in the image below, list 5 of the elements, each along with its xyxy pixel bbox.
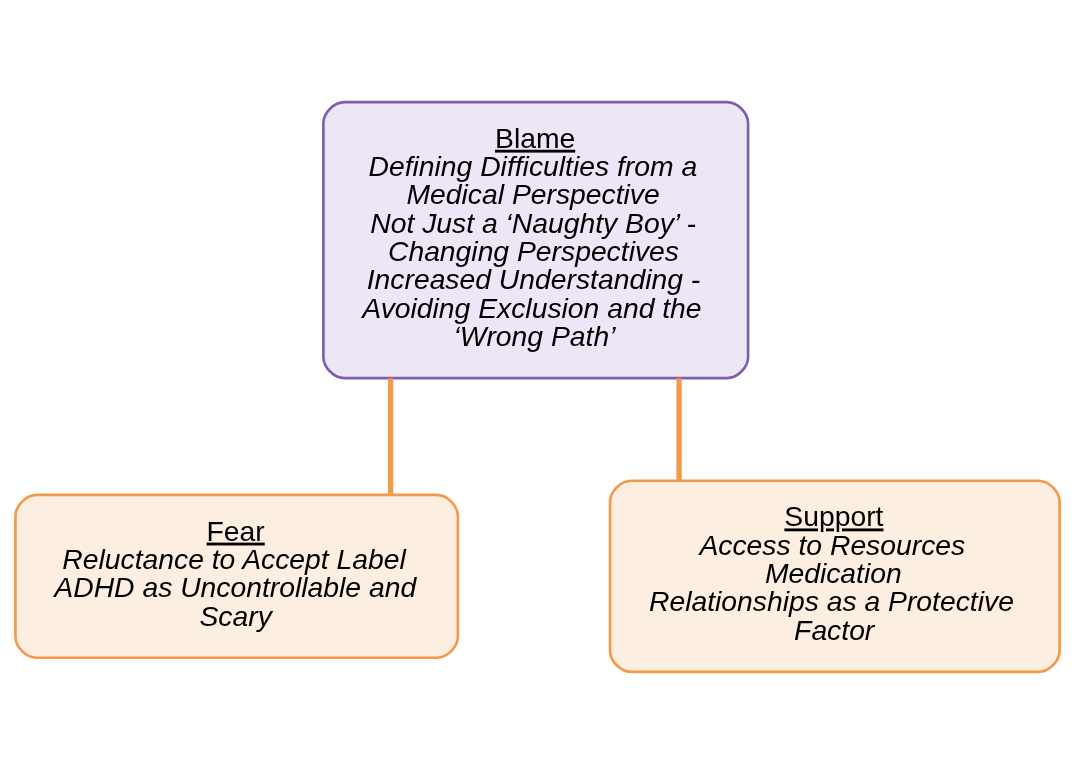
connector [387,377,394,495]
node-box: Blame Defining Difficulties from a Medical Perspective Not Just a ‘Naughty Boy’ - Changing Perspectives Increased Understanding - Avoiding Exclusion and the ‘Wrong Path’ [322,100,750,379]
connector [676,377,682,481]
node-box: Support Access to Resources Medication Relationships as a Protective Factor [608,478,1061,673]
node-box: Fear Reluctance to Accept Label ADHD as Uncontrollable and Scary [14,493,460,659]
